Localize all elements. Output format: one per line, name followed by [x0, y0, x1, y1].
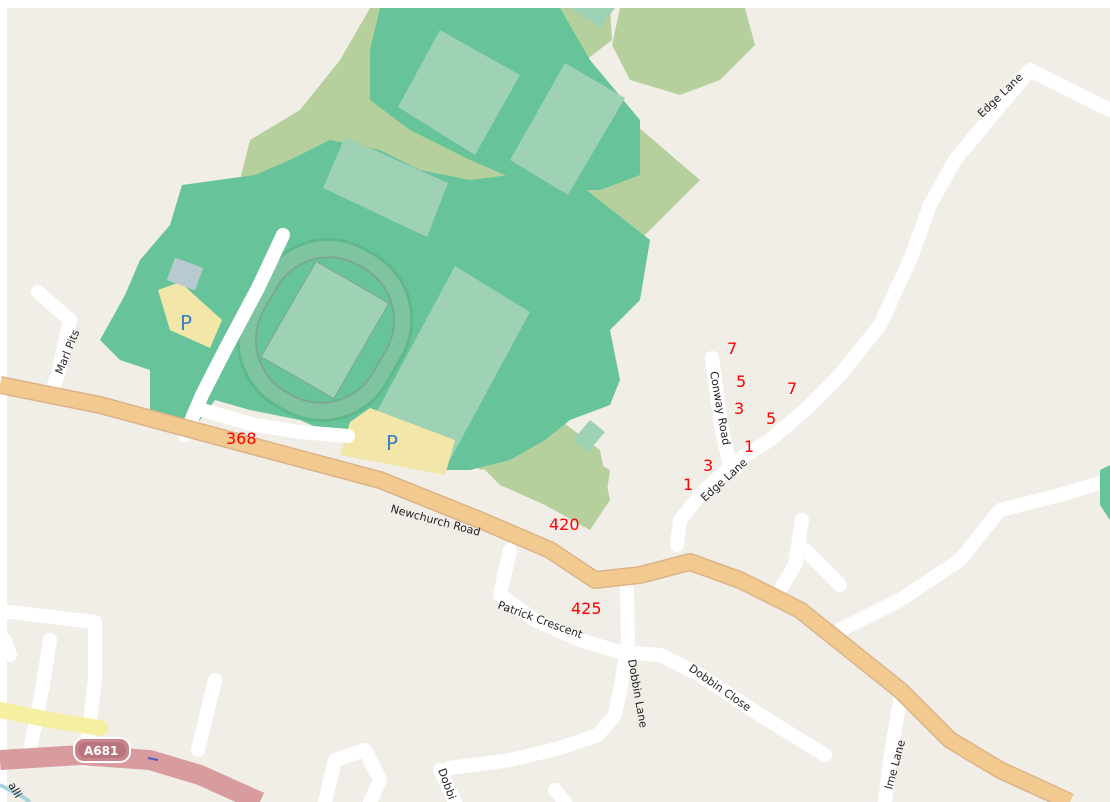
house-number: 5 [736, 372, 746, 391]
house-number: 420 [549, 515, 580, 534]
house-number: 7 [787, 379, 797, 398]
house-number: 5 [766, 409, 776, 428]
house-number: 425 [571, 599, 602, 618]
parking-area [158, 282, 455, 475]
running-track [236, 238, 414, 422]
secondary-road [0, 702, 108, 736]
pitch [323, 8, 625, 460]
house-number: 3 [734, 399, 744, 418]
main-road-newchurch [0, 376, 1074, 802]
trunk-road-a681 [0, 744, 265, 802]
parking-icon: P [180, 311, 192, 335]
minor-roads [0, 63, 1110, 802]
parking-icon: P [386, 431, 398, 455]
house-number: 1 [683, 475, 693, 494]
house-number: 7 [727, 339, 737, 358]
house-number: 368 [226, 429, 257, 448]
house-number: 1 [744, 437, 754, 456]
trunk-road-marker [147, 757, 159, 761]
stream [0, 783, 32, 802]
route-shield-label: A681 [84, 744, 118, 758]
park-edge [1100, 465, 1110, 520]
house-number: 3 [703, 456, 713, 475]
route-shield-a681: A681 [73, 737, 131, 763]
building [166, 257, 204, 291]
